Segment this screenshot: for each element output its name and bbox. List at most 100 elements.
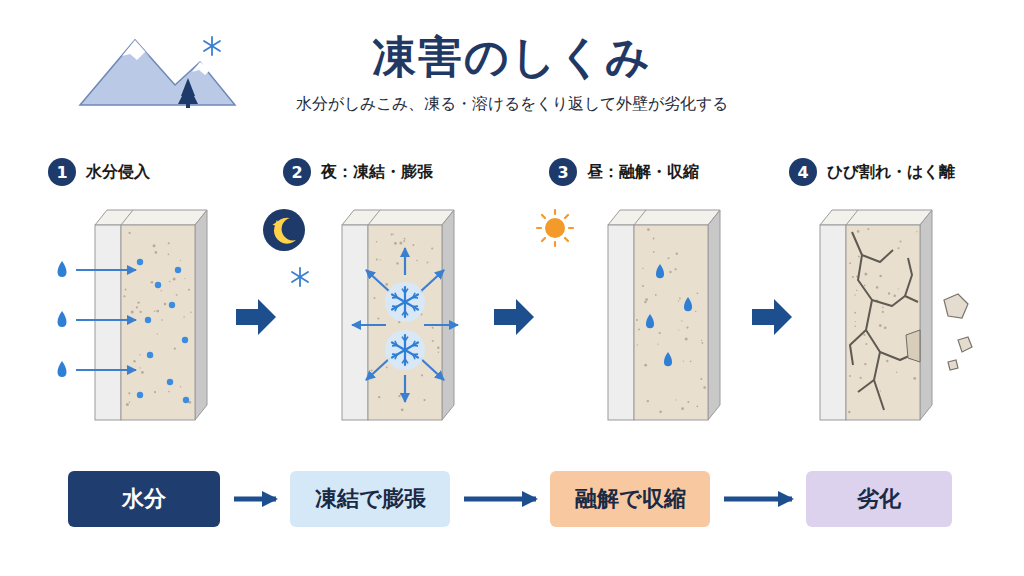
texture-dot [703,386,706,389]
flow-connector [464,497,536,502]
texture-dot [685,338,688,341]
texture-dot [644,364,647,367]
ice-crystal [392,343,418,358]
ice-crystal [392,295,418,310]
texture-dot [882,307,884,309]
texture-dot [386,367,388,369]
texture-dot [702,342,704,344]
texture-dot [180,386,181,387]
texture-dot [129,232,131,234]
flow-arrow [76,369,136,371]
texture-dot [701,340,702,341]
texture-dot [864,285,866,287]
texture-dot [398,395,400,397]
texture-dot [427,262,429,264]
texture-dot [653,238,655,240]
wall-section [608,210,720,420]
step-heading: ひび割れ・はく離 [827,162,955,183]
texture-dot [659,411,662,414]
texture-dot [681,407,684,410]
water-drop [58,311,67,327]
texture-dot [404,238,406,240]
texture-dot [126,403,129,406]
texture-dot [679,297,681,299]
texture-dot [377,317,379,319]
water-drop [646,314,654,328]
water-drop [58,261,67,277]
texture-dot [157,333,158,334]
texture-dot [168,254,170,256]
texture-dot [882,311,884,313]
water-dot [182,337,188,343]
debris-chip [958,337,972,352]
texture-dot [188,289,190,291]
crack-line [852,232,884,410]
subtitle: 水分がしみこみ、凍る・溶けるをくり返して外壁が劣化する [296,94,728,115]
texture-dot [913,377,916,380]
texture-dot [125,289,127,291]
texture-dot [647,228,650,231]
wall-side [195,210,207,420]
texture-dot [371,369,373,371]
texture-dot [168,242,170,244]
ice-crystal [392,345,397,347]
wall-side [708,210,720,420]
texture-dot [863,334,865,336]
texture-dot [176,294,178,296]
texture-dot [637,344,638,345]
texture-dot [391,233,393,235]
ice-crystal [405,311,408,315]
texture-dot [675,399,676,400]
texture-dot [893,295,896,298]
texture-dot [695,311,696,312]
wall-section [820,210,972,420]
flow-arrow [424,324,458,326]
texture-dot [849,262,851,264]
texture-dot [374,297,376,299]
ice-crystal [413,341,415,346]
texture-dot [687,401,689,403]
wall-side [442,210,454,420]
water-dot [137,392,143,398]
step-number-circle: 4 [789,158,817,186]
outer-layer [95,225,121,420]
texture-dot [848,411,850,413]
ice-crystal [392,295,418,310]
texture-dot [168,391,170,393]
texture-dot [376,259,378,261]
box-label: 融解で収縮 [575,484,686,514]
texture-dot [131,311,134,314]
texture-dot [638,329,640,331]
snowflake-icon [292,268,308,286]
flow-connector [724,497,792,502]
ice-crystal [405,359,408,363]
texture-dot [857,230,860,233]
texture-dot [642,285,644,287]
texture-dot [173,277,176,280]
crack-line [858,380,874,392]
texture-dot [141,371,144,374]
texture-dot [675,268,677,270]
texture-dot [128,392,130,394]
outer-layer [608,225,634,420]
ice-crystal [392,343,418,358]
callout-number: 4 [797,163,808,182]
water-dot [147,352,153,358]
texture-dot [686,327,688,329]
texture-dot [854,312,856,314]
texture-dot [855,321,856,322]
box-label: 水分 [122,484,166,514]
flow-connector [234,497,276,502]
texture-dot [380,259,381,260]
box-label: 劣化 [857,484,901,514]
texture-dot [416,260,418,262]
wall-top [95,210,207,225]
snowflake-icon [204,37,220,55]
ice-crystal [402,289,405,293]
texture-dot [854,325,856,327]
texture-dot [400,393,402,395]
texture-dot [432,340,434,342]
flow-arrow [352,324,386,326]
callout-number: 2 [291,163,302,182]
texture-dot [155,251,158,254]
